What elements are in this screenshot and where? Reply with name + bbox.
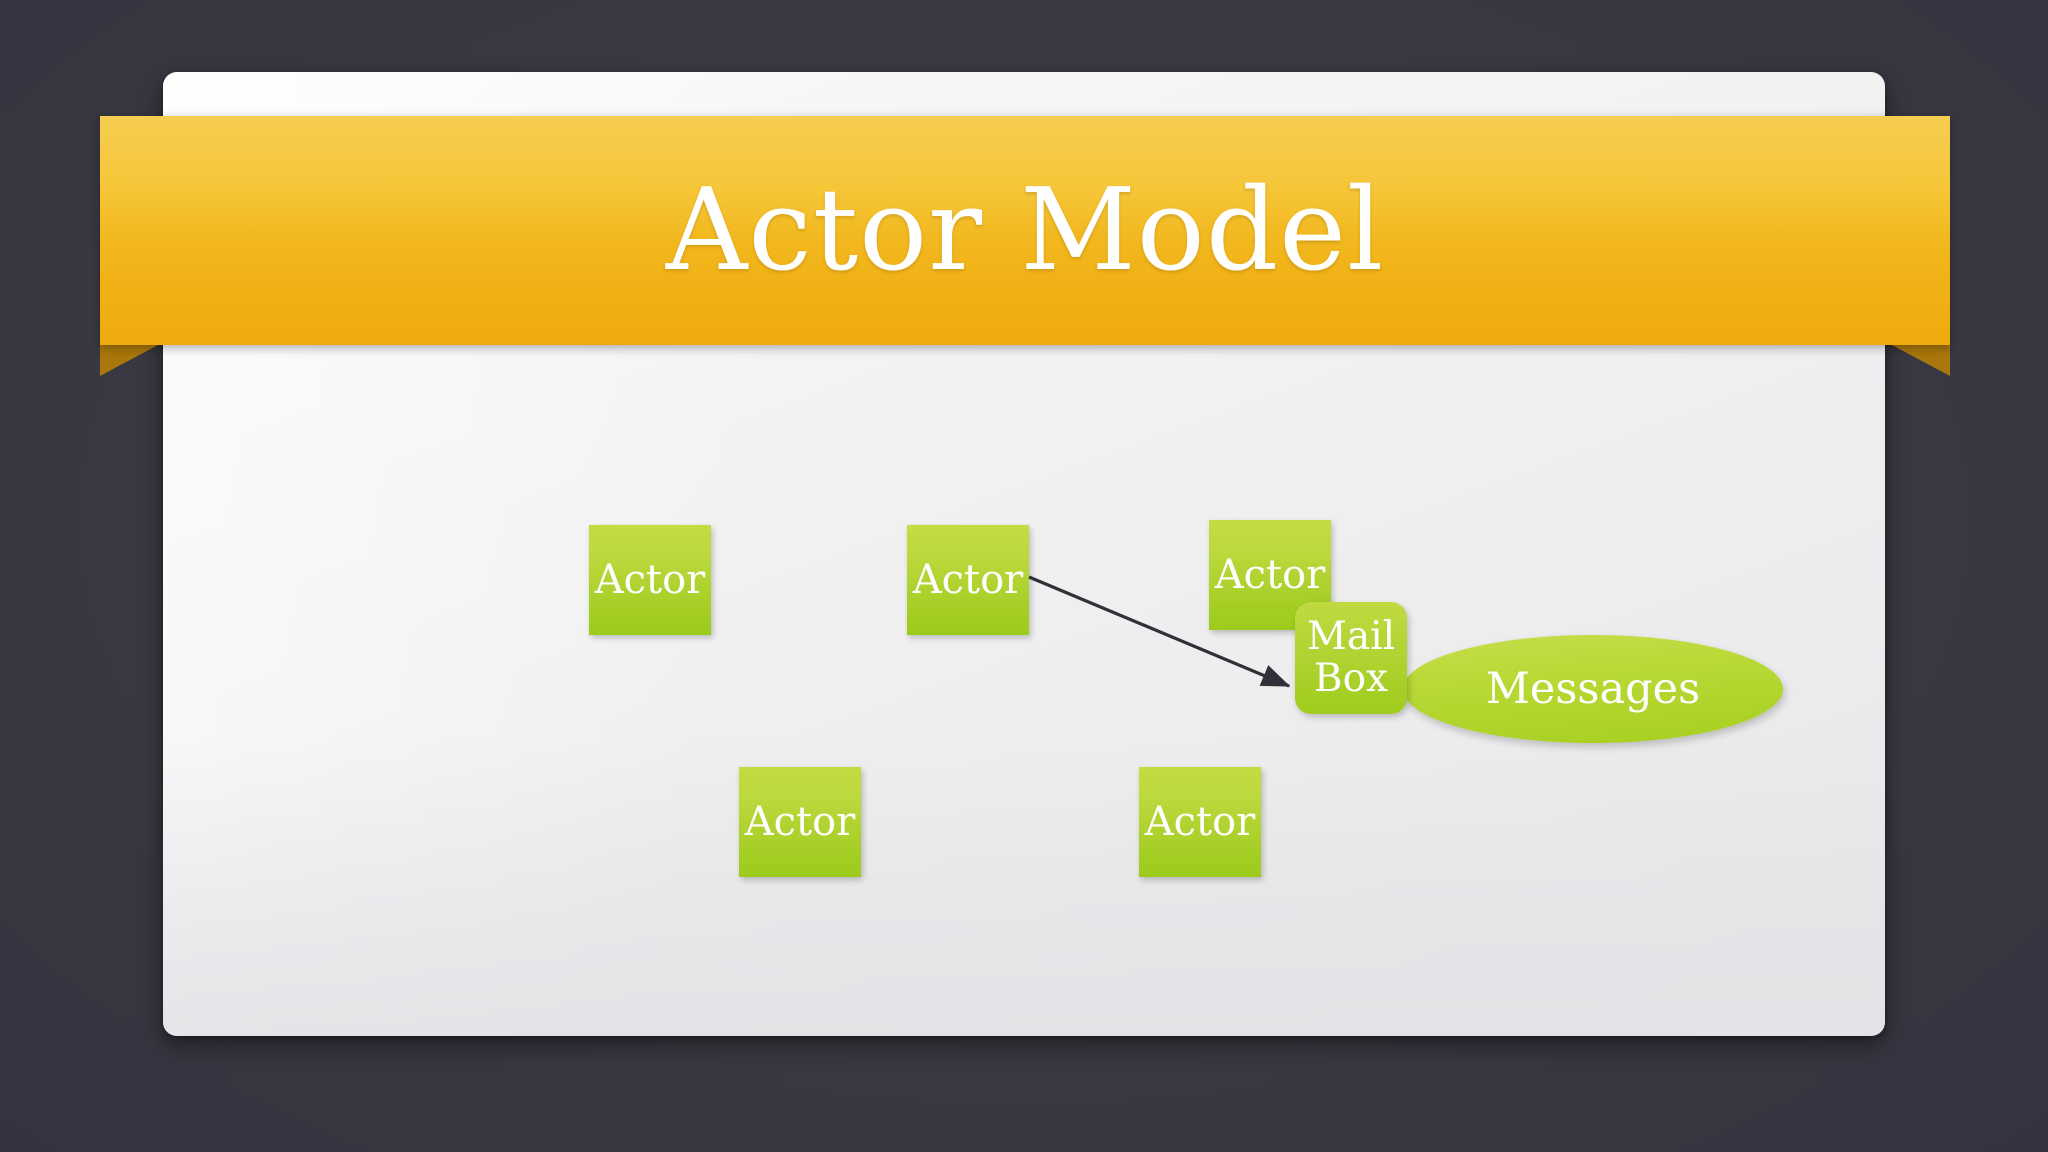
node-actor-4[interactable]: Actor: [739, 767, 861, 877]
ribbon-fold-right: [1892, 345, 1950, 376]
node-actor-1[interactable]: Actor: [589, 525, 711, 635]
node-actor-1-label: Actor: [594, 557, 706, 603]
node-mailbox[interactable]: Mail Box: [1295, 602, 1407, 714]
ribbon-fold-left: [100, 345, 158, 376]
node-actor-5[interactable]: Actor: [1139, 767, 1261, 877]
node-actor-5-label: Actor: [1144, 799, 1256, 845]
page-title: Actor Model: [665, 164, 1385, 296]
node-messages-label: Messages: [1485, 664, 1701, 714]
node-mailbox-label-line1: Mail: [1306, 613, 1396, 659]
node-actor-4-label: Actor: [744, 799, 856, 845]
title-ribbon: Actor Model: [100, 116, 1950, 376]
slide-bottom-shading: [163, 736, 1885, 1036]
node-actor-2[interactable]: Actor: [907, 525, 1029, 635]
node-mailbox-label-line2: Box: [1313, 656, 1389, 701]
node-actor-3-label: Actor: [1214, 552, 1326, 598]
node-actor-2-label: Actor: [912, 557, 1024, 603]
node-messages[interactable]: Messages: [1403, 635, 1783, 743]
